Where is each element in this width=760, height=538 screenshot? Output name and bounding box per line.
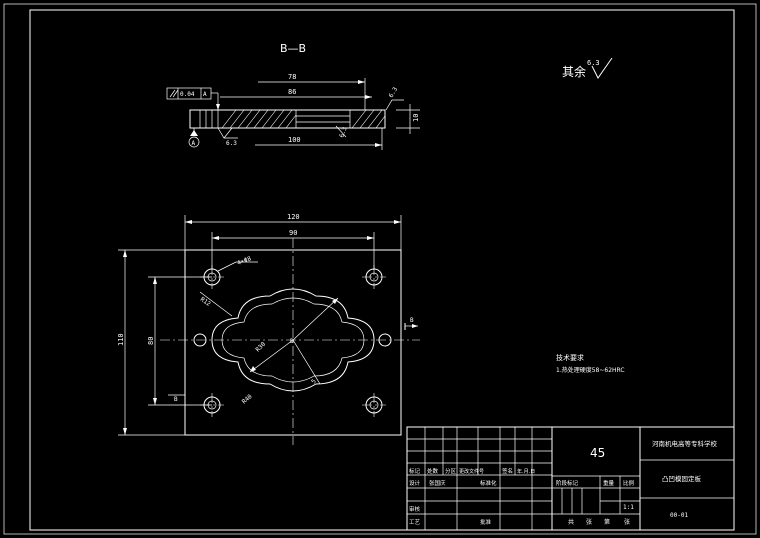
svg-text:分区: 分区 <box>445 467 457 475</box>
roughness-symbol-right <box>385 99 404 111</box>
flatness-datum: A <box>203 91 207 98</box>
tech-requirements: 技术要求 1.热处理硬度58~62HRC <box>556 353 625 374</box>
scale-value: 1:1 <box>623 504 634 511</box>
section-view: B—B <box>166 42 420 150</box>
cavity-outer <box>211 288 375 392</box>
pilot-hole-left <box>193 333 207 347</box>
radius-inner-label: R30 <box>254 341 267 354</box>
svg-text:B: B <box>290 338 294 345</box>
datum-a-symbol <box>188 136 200 148</box>
svg-text:标记: 标记 <box>409 467 421 475</box>
svg-text:第: 第 <box>604 518 610 526</box>
dim-78: 78 <box>288 73 296 81</box>
roughness-note: 其余 6.3 <box>562 57 613 79</box>
svg-text:标准化: 标准化 <box>480 479 497 487</box>
dim-110: 110 <box>117 333 125 346</box>
school-name: 河南机电高等专科学校 <box>652 439 718 448</box>
roughness-note-value: 6.3 <box>587 59 600 67</box>
tech-req-title: 技术要求 <box>556 353 584 362</box>
svg-text:重量: 重量 <box>603 479 615 487</box>
dim-5-label: 5 <box>310 378 318 386</box>
section-mark-bottom: B <box>174 396 178 403</box>
radius-outer-label: R40 <box>241 393 254 406</box>
section-hatch-right <box>351 109 386 129</box>
dim-10: 10 <box>412 114 420 122</box>
plate-outline <box>184 249 402 436</box>
drawing-number: 00-01 <box>670 512 688 519</box>
corner-hole-tl <box>200 265 224 289</box>
svg-text:批准: 批准 <box>480 518 492 526</box>
section-title: B—B <box>280 42 306 55</box>
dim-100: 100 <box>288 136 301 144</box>
r12-label: R12 <box>199 296 212 308</box>
svg-text:工艺: 工艺 <box>409 519 421 526</box>
svg-text:6.3: 6.3 <box>338 126 348 139</box>
svg-text:共: 共 <box>568 518 574 526</box>
section-plate <box>189 109 386 129</box>
title-block: 标记 处数 分区 更改文件号 签名 年.月.日 设计 张国庆 标准化 审核 工艺… <box>406 426 735 531</box>
svg-text:签名: 签名 <box>502 467 513 475</box>
svg-text:审核: 审核 <box>409 505 421 513</box>
plan-view: 120 90 110 80 <box>117 213 420 445</box>
section-hatch-left <box>221 109 297 129</box>
section-mark-right: B <box>410 317 414 324</box>
svg-text:6.3: 6.3 <box>226 140 237 147</box>
pilot-hole-right <box>378 333 392 347</box>
holes-label: 4×Φ8 <box>236 255 252 267</box>
svg-text:比例: 比例 <box>623 479 635 487</box>
dim-90: 90 <box>289 229 297 237</box>
roughness-note-text: 其余 <box>562 64 586 79</box>
svg-text:阶段标记: 阶段标记 <box>556 479 579 487</box>
dim-120: 120 <box>287 213 300 221</box>
corner-hole-bl <box>200 393 224 417</box>
flatness-frame <box>166 87 212 100</box>
svg-text:张: 张 <box>624 518 630 526</box>
svg-text:年.月.日: 年.月.日 <box>517 468 535 475</box>
svg-text:处数: 处数 <box>427 467 439 475</box>
dim-86: 86 <box>288 88 296 96</box>
outer-border <box>3 3 757 535</box>
material-value: 45 <box>590 446 605 460</box>
inner-frame <box>29 9 735 531</box>
designer-name: 张国庆 <box>429 479 446 487</box>
svg-text:更改文件号: 更改文件号 <box>459 468 484 475</box>
corner-hole-br <box>362 393 386 417</box>
part-name: 凸凹模固定板 <box>662 474 702 483</box>
flatness-value: 0.04 <box>180 91 195 98</box>
svg-text:A: A <box>192 140 196 147</box>
tech-req-item1: 1.热处理硬度58~62HRC <box>556 366 625 374</box>
cavity-inner <box>221 297 365 383</box>
svg-text:设计: 设计 <box>409 479 421 487</box>
corner-hole-tr <box>362 265 386 289</box>
dim-80: 80 <box>147 337 155 345</box>
svg-text:6.3: 6.3 <box>388 86 400 99</box>
svg-text:张: 张 <box>586 518 592 526</box>
